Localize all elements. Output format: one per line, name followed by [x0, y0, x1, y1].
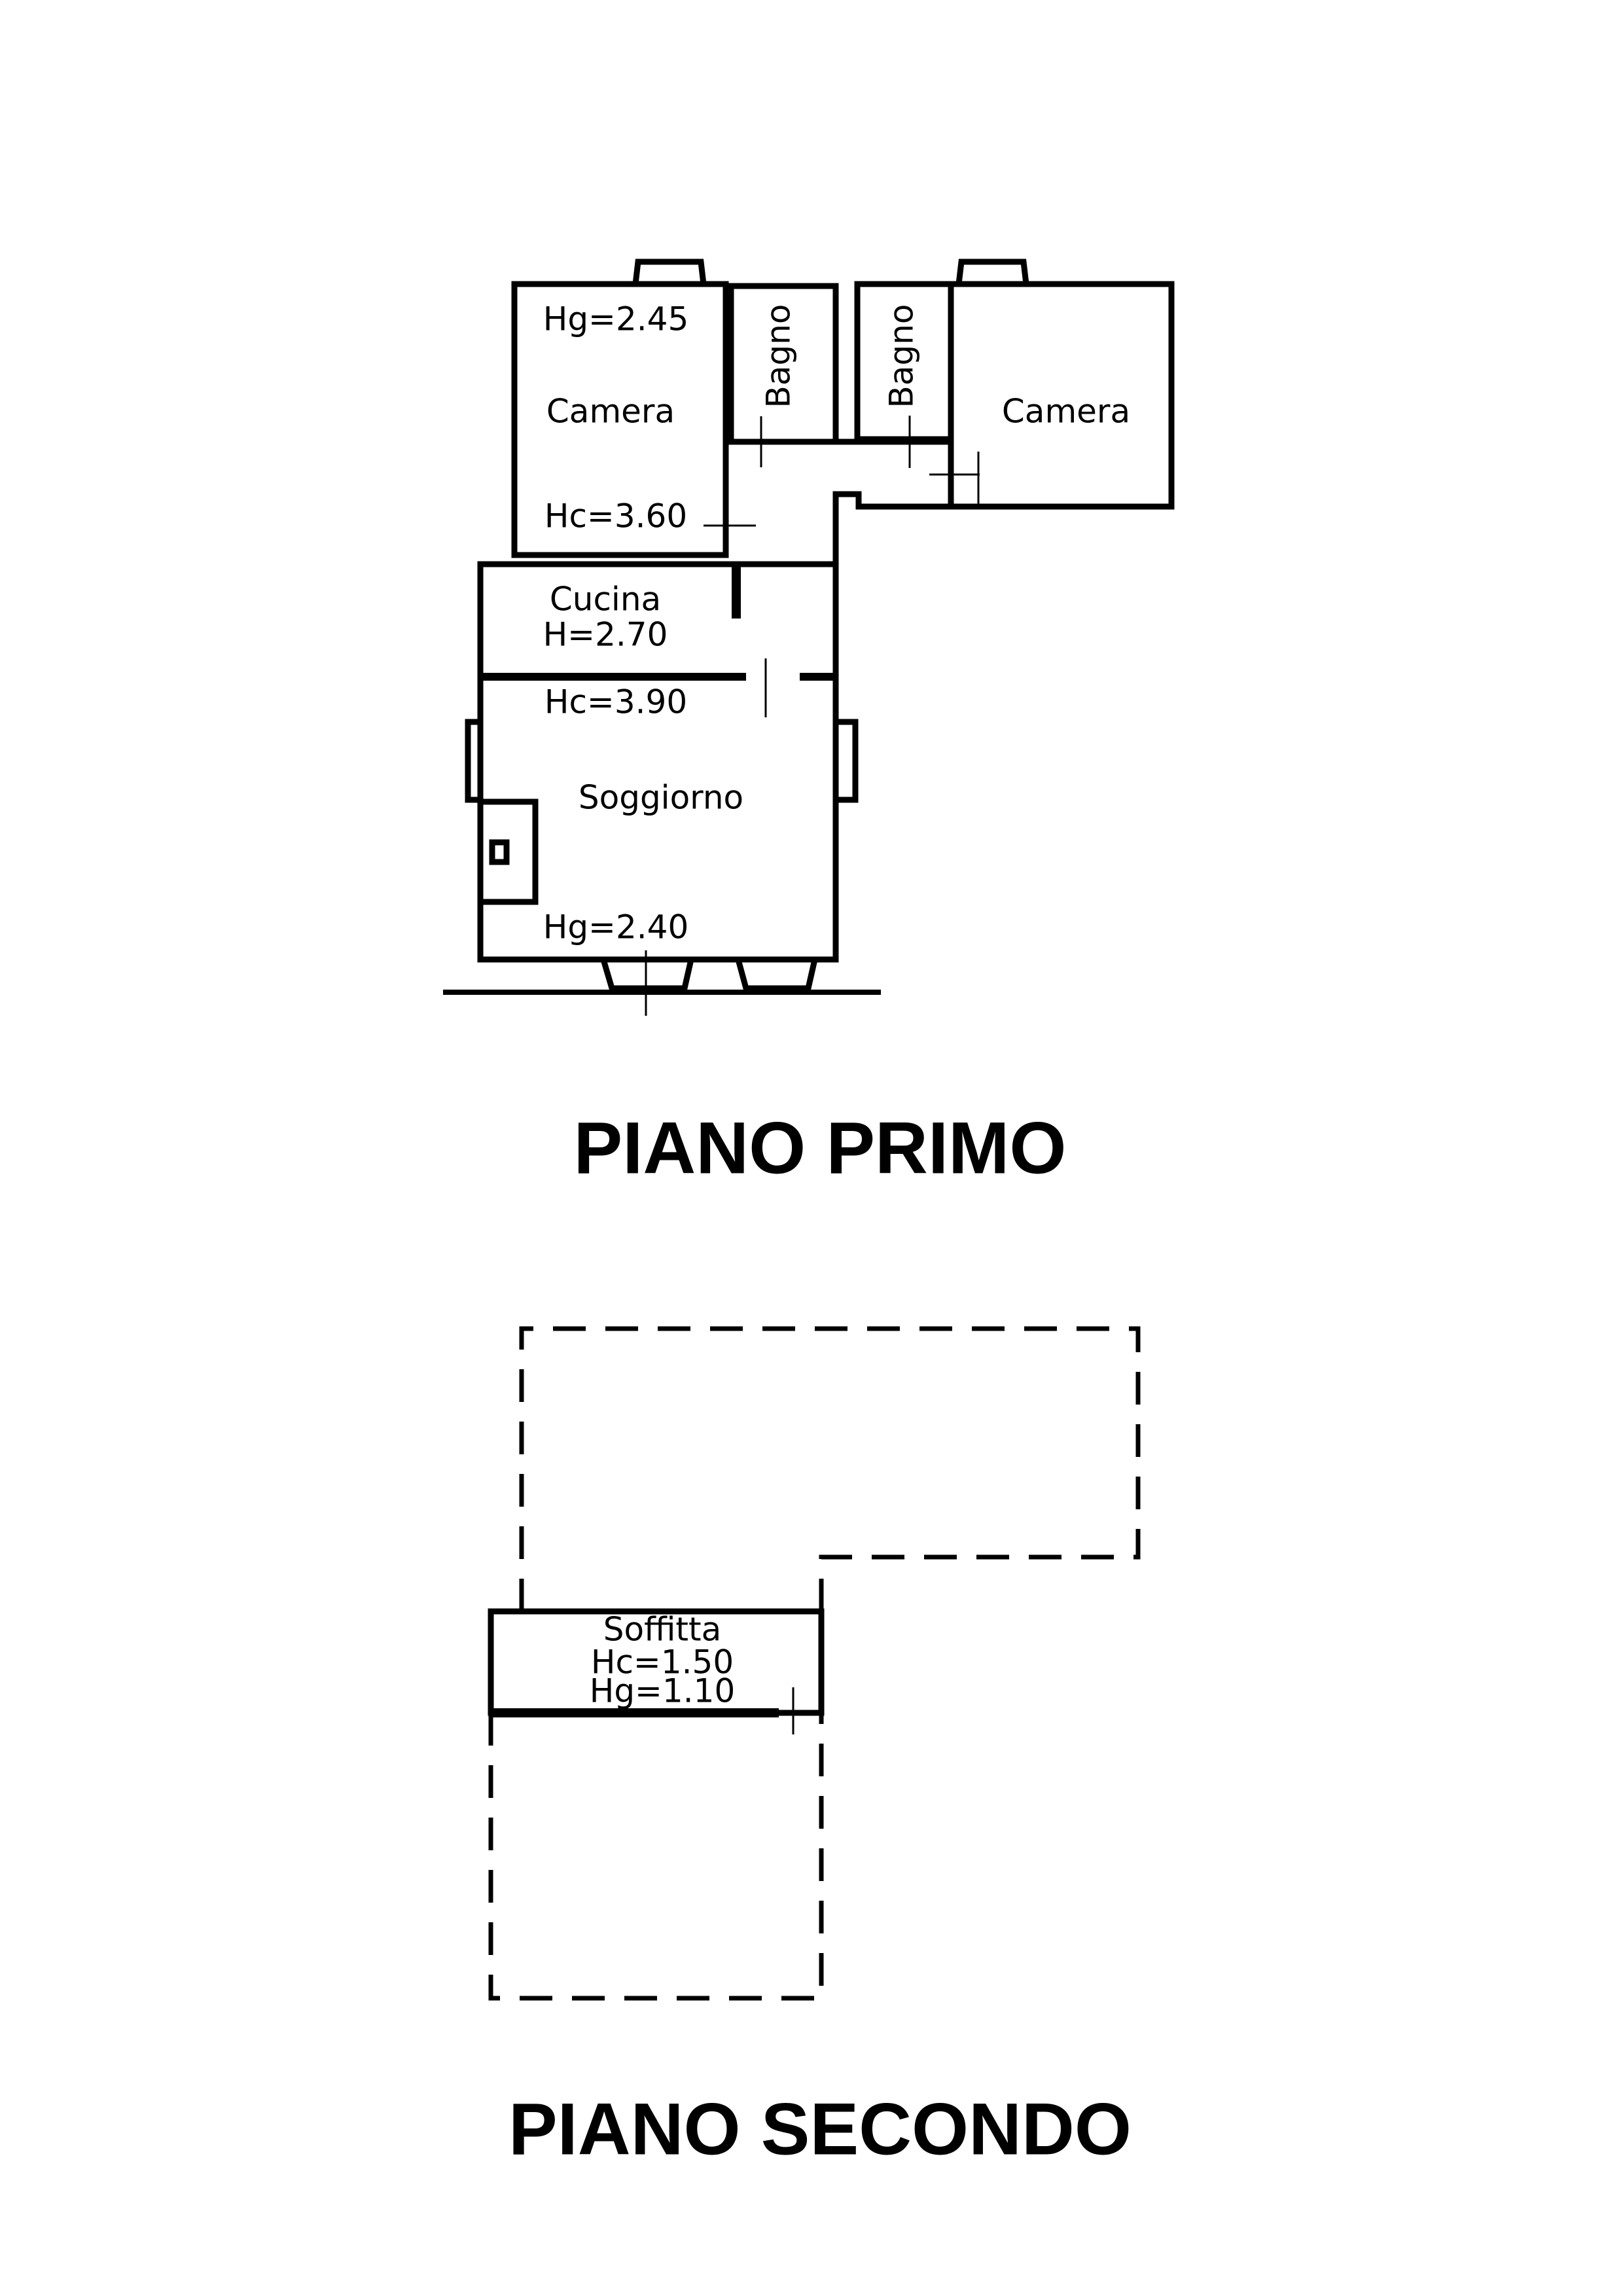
fireplace-icon: [477, 798, 539, 905]
piano-secondo-title: PIANO SECONDO: [508, 2089, 1132, 2170]
room-camera-right: [948, 281, 1175, 510]
outline-dashed-lower: [488, 1713, 824, 2001]
camera-left-label: Camera: [546, 393, 675, 431]
camera-left-hg: Hg=2.45: [543, 300, 689, 338]
bagno-1-label: Bagno: [760, 304, 798, 408]
soggiorno-hc: Hc=3.90: [544, 683, 687, 721]
soggiorno-label: Soggiorno: [579, 779, 743, 817]
window-top-right: [955, 259, 1029, 285]
camera-right-label: Camera: [1002, 393, 1130, 431]
window-left: [465, 719, 484, 803]
soggiorno-hg: Hg=2.40: [543, 908, 689, 946]
cucina-label: Cucina: [550, 581, 661, 619]
soffitta-label: Soffitta: [603, 1611, 722, 1649]
piano-secondo-plan: Soffitta Hc=1.50 Hg=1.10 PIANO SECONDO: [488, 1326, 1141, 2170]
window-right: [832, 719, 859, 803]
piano-primo-plan: Hg=2.45 Camera Hc=3.60 Bagno Bagno Camer…: [443, 259, 1175, 1189]
bagno-2-label: Bagno: [883, 304, 921, 408]
fireplace-detail: [489, 839, 510, 865]
cucina-h: H=2.70: [543, 616, 668, 654]
room-camera-left: [511, 281, 729, 558]
crosshair-marks: [645, 416, 980, 1016]
corridor-walls: [726, 439, 951, 564]
outline-dashed-upper: [519, 1326, 1141, 1611]
soffitta-hc: Hc=1.50: [591, 1643, 734, 1681]
camera-left-hc: Hc=3.60: [544, 497, 687, 535]
soffitta-hg: Hg=1.10: [590, 1672, 736, 1710]
window-top-left: [632, 259, 707, 285]
crosshair-mark: [776, 1687, 821, 1734]
piano-primo-title: PIANO PRIMO: [574, 1107, 1067, 1189]
window-bottom: [600, 958, 818, 992]
